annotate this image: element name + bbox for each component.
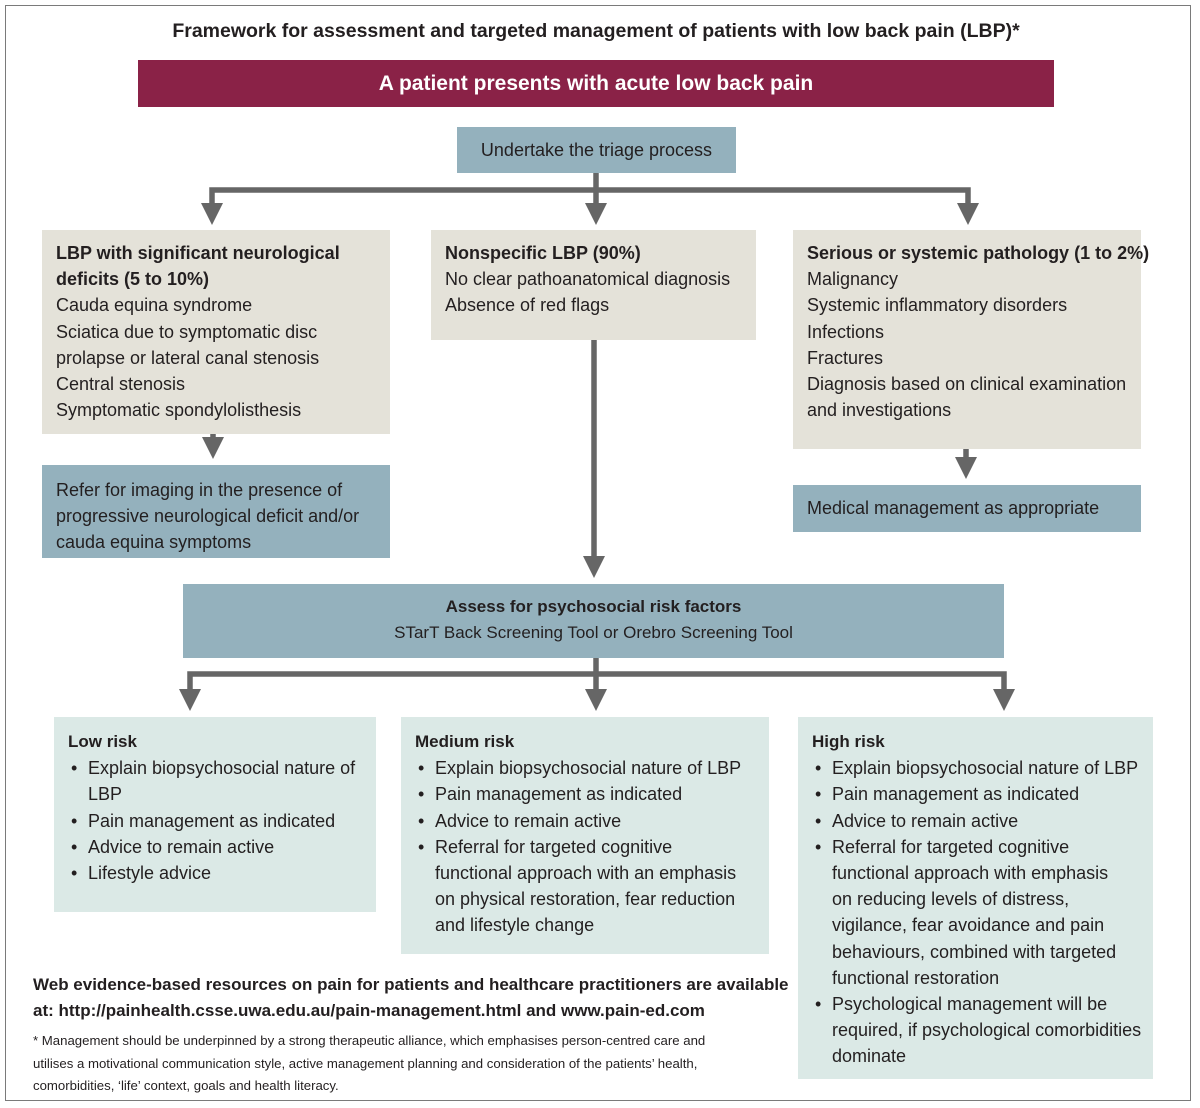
medical-label: Medical management as appropriate: [807, 498, 1100, 518]
medium-risk-item: Referral for targeted cognitive function…: [415, 834, 755, 939]
high-risk-item-line: Advice to remain active: [832, 810, 1019, 831]
neuro-heading-line: LBP with significant neurological: [56, 243, 340, 263]
nonspecific-lbp-box: Nonspecific LBP (90%) No clear pathoanat…: [431, 230, 756, 340]
web-resources-line: at: http://painhealth.csse.uwa.edu.au/pa…: [33, 1001, 705, 1020]
high-risk-item-line: Explain biopsychosocial nature of LBP: [832, 758, 1139, 779]
figure-frame: [5, 5, 1191, 1101]
low-risk-box: Low risk Explain biopsychosocial nature …: [54, 717, 376, 912]
serious-item: Fractures: [807, 347, 884, 368]
triage-label: Undertake the triage process: [480, 139, 713, 160]
imaging-referral-box: Refer for imaging in the presence of pro…: [42, 465, 390, 558]
low-risk-list: Explain biopsychosocial nature of LBP Pa…: [68, 755, 362, 886]
serious-pathology-box: Serious or systemic pathology (1 to 2%) …: [793, 230, 1150, 449]
high-risk-item-line: dominate: [832, 1046, 907, 1067]
low-risk-item-line: Advice to remain active: [88, 836, 275, 857]
serious-item: Diagnosis based on clinical examination: [807, 374, 1127, 395]
neuro-item: Sciatica due to symptomatic disc: [56, 321, 318, 342]
medium-risk-item-line: Referral for targeted cognitive: [435, 836, 673, 857]
low-risk-item: Pain management as indicated: [68, 808, 362, 834]
medium-risk-item-line: Explain biopsychosocial nature of LBP: [435, 758, 742, 779]
medium-risk-item-line: and lifestyle change: [435, 915, 595, 936]
high-risk-item-line: required, if psychological comorbidities: [832, 1020, 1142, 1041]
medium-risk-item: Explain biopsychosocial nature of LBP: [415, 755, 755, 781]
nonspecific-item: No clear pathoanatomical diagnosis: [445, 269, 731, 290]
footnote-line: * Management should be underpinned by a …: [33, 1033, 706, 1048]
imaging-line: Refer for imaging in the presence of: [56, 480, 343, 500]
high-risk-item-line: on reducing levels of distress,: [832, 889, 1070, 910]
triage-box: Undertake the triage process: [457, 127, 736, 173]
high-risk-item: Psychological management will be require…: [812, 991, 1142, 1070]
low-risk-item-line: LBP: [88, 784, 123, 805]
imaging-line: progressive neurological deficit and/or: [56, 506, 360, 527]
medium-risk-item-line: functional approach with an emphasis: [435, 863, 737, 884]
high-risk-item-line: Psychological management will be: [832, 994, 1108, 1015]
serious-item: Systemic inflammatory disorders: [807, 295, 1068, 316]
medium-risk-item-line: Pain management as indicated: [435, 784, 683, 805]
presentation-banner: A patient presents with acute low back p…: [138, 60, 1054, 107]
high-risk-box: High risk Explain biopsychosocial nature…: [798, 717, 1153, 1079]
neuro-heading-line: deficits (5 to 10%): [56, 269, 210, 290]
high-risk-item-line: Referral for targeted cognitive: [832, 836, 1070, 857]
high-risk-list: Explain biopsychosocial nature of LBP Pa…: [812, 755, 1142, 1070]
low-risk-item: Explain biopsychosocial nature of LBP: [68, 755, 362, 807]
low-risk-item: Lifestyle advice: [68, 860, 362, 886]
neuro-item: Cauda equina syndrome: [56, 295, 253, 316]
medium-risk-list: Explain biopsychosocial nature of LBP Pa…: [415, 755, 755, 938]
medium-risk-box: Medium risk Explain biopsychosocial natu…: [401, 717, 769, 954]
high-risk-item: Pain management as indicated: [812, 781, 1139, 807]
serious-item: Malignancy: [807, 269, 899, 290]
neuro-item: Central stenosis: [56, 374, 186, 395]
imaging-line: cauda equina symptoms: [56, 532, 252, 553]
neuro-deficits-box: LBP with significant neurological defici…: [42, 230, 390, 434]
high-risk-item: Advice to remain active: [812, 808, 1139, 834]
high-risk-item-line: functional restoration: [832, 967, 1000, 988]
web-resources-note: Web evidence-based resources on pain for…: [33, 972, 793, 1024]
high-risk-item-line: behaviours, combined with targeted: [832, 941, 1117, 962]
serious-item: and investigations: [807, 400, 952, 421]
medium-risk-item: Advice to remain active: [415, 808, 755, 834]
high-risk-item: Explain biopsychosocial nature of LBP: [812, 755, 1139, 781]
low-risk-item: Advice to remain active: [68, 834, 362, 860]
assess-heading: Assess for psychosocial risk factors: [445, 597, 742, 616]
low-risk-item-line: Pain management as indicated: [88, 810, 336, 831]
figure-title: Framework for assessment and targeted ma…: [172, 20, 1020, 42]
neuro-item: Symptomatic spondylolisthesis: [56, 400, 302, 421]
nonspecific-heading: Nonspecific LBP (90%): [445, 243, 641, 263]
high-risk-heading: High risk: [812, 732, 885, 751]
high-risk-item-line: vigilance, fear avoidance and pain: [832, 915, 1105, 936]
medium-risk-item-line: Advice to remain active: [435, 810, 622, 831]
serious-item: Infections: [807, 321, 885, 342]
high-risk-item-line: functional approach with emphasis: [832, 863, 1109, 884]
medium-risk-item: Pain management as indicated: [415, 781, 755, 807]
low-risk-heading: Low risk: [68, 732, 137, 751]
nonspecific-item: Absence of red flags: [445, 295, 610, 316]
low-risk-item-line: Lifestyle advice: [88, 863, 212, 884]
medical-management-box: Medical management as appropriate: [793, 485, 1141, 532]
medium-risk-item-line: on physical restoration, fear reduction: [435, 889, 736, 910]
neuro-item: prolapse or lateral canal stenosis: [56, 347, 320, 368]
footnote: * Management should be underpinned by a …: [33, 1030, 793, 1098]
high-risk-item-line: Pain management as indicated: [832, 784, 1080, 805]
high-risk-item: Referral for targeted cognitive function…: [812, 834, 1139, 991]
psychosocial-assessment-box: Assess for psychosocial risk factors STa…: [183, 584, 1004, 658]
footnote-line: utilises a motivational communication st…: [33, 1055, 698, 1071]
web-resources-line: Web evidence-based resources on pain for…: [33, 975, 789, 994]
serious-heading: Serious or systemic pathology (1 to 2%): [807, 243, 1150, 263]
assess-tools: STarT Back Screening Tool or Orebro Scre…: [394, 623, 793, 643]
footnote-line: comorbidities, ‘life’ context, goals and…: [33, 1078, 339, 1093]
medium-risk-heading: Medium risk: [415, 732, 515, 751]
low-risk-item-line: Explain biopsychosocial nature of: [88, 758, 356, 779]
